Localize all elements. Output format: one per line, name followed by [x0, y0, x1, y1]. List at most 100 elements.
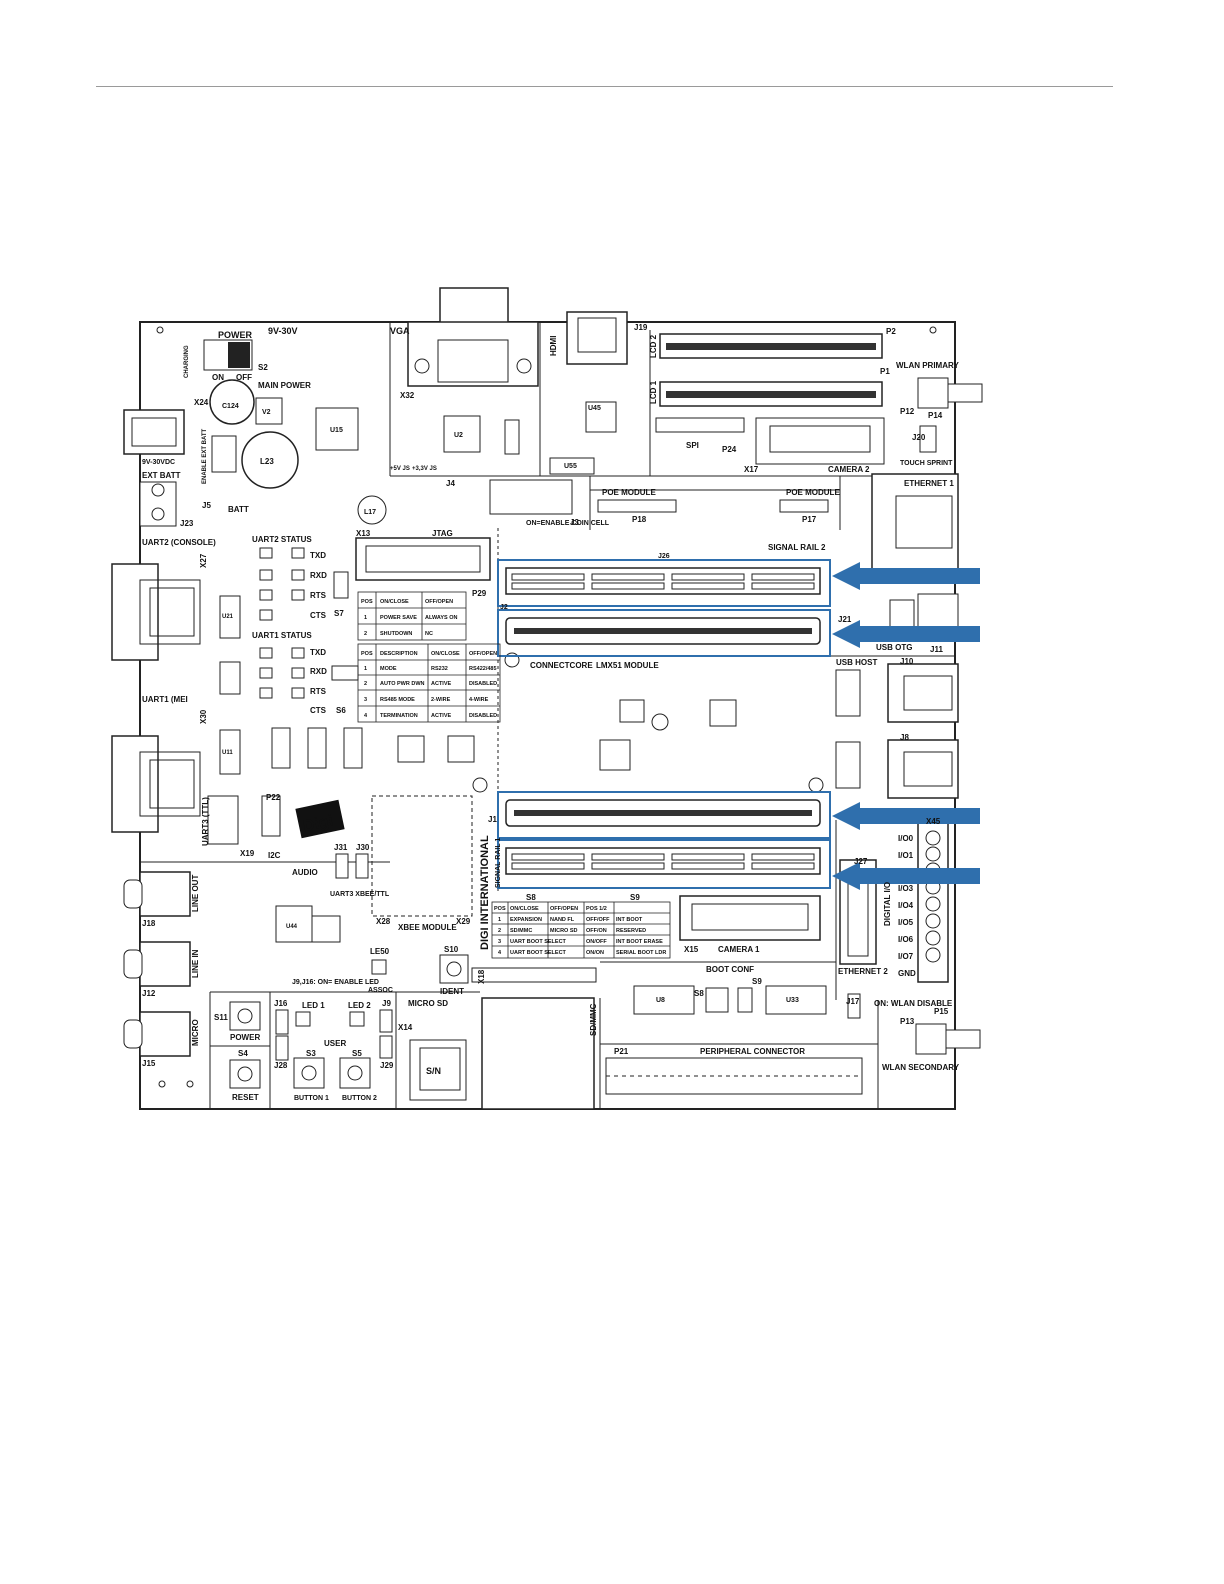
- label-digi-international: DIGI INTERNATIONAL: [479, 835, 491, 950]
- label-volt-range: 9V-30V: [268, 326, 298, 336]
- label-touch-sprint: TOUCH SPRINT: [900, 460, 953, 467]
- label-j12: J12: [142, 989, 156, 998]
- label-assoc: ASSOC: [368, 987, 393, 994]
- s6-h-off: OFF/OPEN: [469, 651, 497, 657]
- signal-rail-1-connector: [497, 839, 831, 889]
- label-p12: P12: [900, 407, 915, 416]
- label-u45: U45: [588, 405, 601, 412]
- label-u2: U2: [454, 432, 463, 439]
- label-user: USER: [324, 1039, 346, 1048]
- label-l17: L17: [364, 509, 376, 516]
- label-s7: S7: [334, 609, 344, 618]
- label-button2: BUTTON 2: [342, 1095, 377, 1102]
- label-signal-rail2: SIGNAL RAIL 2: [768, 543, 826, 552]
- label-5v: +5V JS: [390, 466, 410, 472]
- label-io6: I/O6: [898, 935, 914, 944]
- label-cts-1: CTS: [310, 611, 327, 620]
- i2c-header: [261, 795, 281, 837]
- label-usb-otg: USB OTG: [876, 643, 912, 652]
- label-usb-host: USB HOST: [836, 658, 877, 667]
- s8-r2-pos: 2: [498, 928, 501, 934]
- label-wlan-primary: WLAN PRIMARY: [896, 361, 959, 370]
- label-33v: +3,3V JS: [412, 466, 437, 472]
- uart1-db9: [111, 735, 201, 833]
- label-u55: U55: [564, 463, 577, 470]
- label-x28: X28: [376, 917, 391, 926]
- power-switch-knob: [228, 342, 250, 368]
- label-x24: X24: [194, 398, 209, 407]
- s6-r3-pos: 3: [364, 697, 367, 703]
- label-s4: S4: [238, 1049, 248, 1058]
- s7-h-off: OFF/OPEN: [425, 599, 453, 605]
- s6-r2-off: DISABLED: [469, 681, 497, 687]
- battery-holder: [489, 479, 573, 515]
- label-p15: P15: [934, 1007, 949, 1016]
- label-signal-rail1: SIGNAL RAIL 1: [495, 838, 502, 888]
- label-p1: P1: [880, 367, 890, 376]
- label-led1: LED 1: [302, 1001, 325, 1010]
- label-rts-1: RTS: [310, 591, 327, 600]
- s6-r1-on: RS232: [431, 666, 448, 672]
- s8-r1-pos12: OFF/OFF: [586, 917, 610, 923]
- label-x17: X17: [744, 465, 759, 474]
- label-txd-1: TXD: [310, 551, 326, 560]
- label-x18: X18: [477, 969, 486, 984]
- s8-r2-s9: RESERVED: [616, 928, 646, 934]
- s8-r3-pos12: ON/OFF: [586, 939, 607, 945]
- label-wlan-secondary: WLAN SECONDARY: [882, 1063, 960, 1072]
- label-io7: I/O7: [898, 952, 914, 961]
- label-uart2-status: UART2 STATUS: [252, 535, 312, 544]
- signal-rail-2-connector: [497, 559, 831, 607]
- poe-header-p18: [597, 499, 677, 513]
- label-j18: J18: [142, 919, 156, 928]
- label-vdc: 9V-30VDC: [142, 459, 175, 466]
- module-connector-j2: [497, 609, 831, 657]
- label-enable-led: J9,J16: ON= ENABLE LED: [292, 979, 379, 986]
- s6-r3-off: 4-WIRE: [469, 697, 489, 703]
- label-p24: P24: [722, 445, 737, 454]
- audio-jacks: [123, 871, 191, 1057]
- label-uart3-xbee: UART3 XBEE/TTL: [330, 891, 390, 898]
- s8-r4-pos: 4: [498, 950, 502, 956]
- label-j28: J28: [274, 1061, 288, 1070]
- arrow-connector-j1: [832, 802, 980, 830]
- label-line-out: LINE OUT: [191, 875, 200, 912]
- label-xbee-module: XBEE MODULE: [398, 923, 457, 932]
- label-s3: S3: [306, 1049, 316, 1058]
- label-micro: MICRO: [191, 1019, 200, 1046]
- label-j31: J31: [334, 843, 348, 852]
- label-l23: L23: [260, 457, 274, 466]
- label-uart1-status: UART1 STATUS: [252, 631, 312, 640]
- label-s2: S2: [258, 363, 268, 372]
- s8-s9-table: [491, 901, 671, 959]
- label-main-power: MAIN POWER: [258, 381, 311, 390]
- digital-io-terminal: [917, 821, 949, 983]
- label-le50: LE50: [370, 947, 390, 956]
- s8-r3-pos: 3: [498, 939, 501, 945]
- camera2-connector: [755, 417, 885, 465]
- chip-u11: [219, 729, 241, 775]
- s6-r4-off: DISABLED: [469, 713, 497, 719]
- label-batt: BATT: [228, 505, 249, 514]
- label-rxd-1: RXD: [310, 571, 327, 580]
- label-poe-module-1: POE MODULE: [602, 488, 656, 497]
- s7-r1-off: ALWAYS ON: [425, 615, 458, 621]
- label-led2: LED 2: [348, 1001, 371, 1010]
- label-s8: S8: [526, 893, 536, 902]
- s6-table: [357, 643, 501, 723]
- s7-r2-off: NC: [425, 631, 433, 637]
- label-p22: P22: [266, 793, 281, 802]
- s8-r2-on: SD/MMC: [510, 928, 532, 934]
- s8-r2-pos12: OFF/ON: [586, 928, 607, 934]
- s8-r3-on: UART BOOT SELECT: [510, 939, 567, 945]
- switch-s7: [333, 571, 349, 599]
- label-j4: J4: [446, 479, 455, 488]
- label-j3: J3: [570, 518, 579, 527]
- label-p21: P21: [614, 1047, 629, 1056]
- callout-arrows: [832, 562, 980, 890]
- label-io1: I/O1: [898, 851, 914, 860]
- hdmi-connector: [566, 311, 628, 365]
- label-x19: X19: [240, 849, 255, 858]
- label-button1: BUTTON 1: [294, 1095, 329, 1102]
